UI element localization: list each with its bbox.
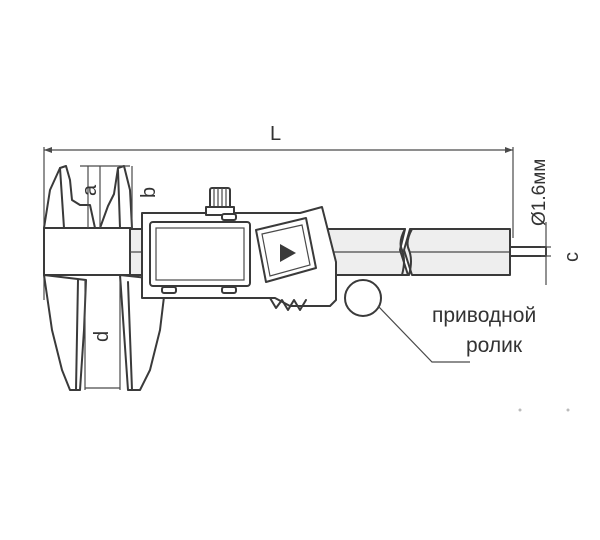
play-button-icon (280, 244, 296, 262)
callout-line-1: приводной (432, 304, 536, 327)
callout-text: приводной ролик (432, 304, 536, 357)
dim-a-label: a (79, 184, 101, 196)
lower-jaws (43, 274, 167, 391)
callout-line-2: ролик (466, 334, 523, 357)
rod-diameter-label: Ø1.6мм (529, 159, 550, 226)
dim-d-label: d (91, 331, 113, 342)
jaw-dimensions: a b (79, 165, 160, 228)
callout-leader (377, 305, 470, 363)
dim-b-label: b (138, 187, 160, 198)
depth-dimension: d (84, 280, 121, 390)
dim-c-label: c (561, 252, 583, 262)
drive-roller (344, 279, 382, 317)
slider-body (141, 187, 337, 311)
rod-dimensions: Ø1.6мм c (529, 159, 583, 285)
stray-marks (518, 408, 570, 412)
display-screen (149, 221, 251, 287)
length-label: L (270, 123, 281, 145)
